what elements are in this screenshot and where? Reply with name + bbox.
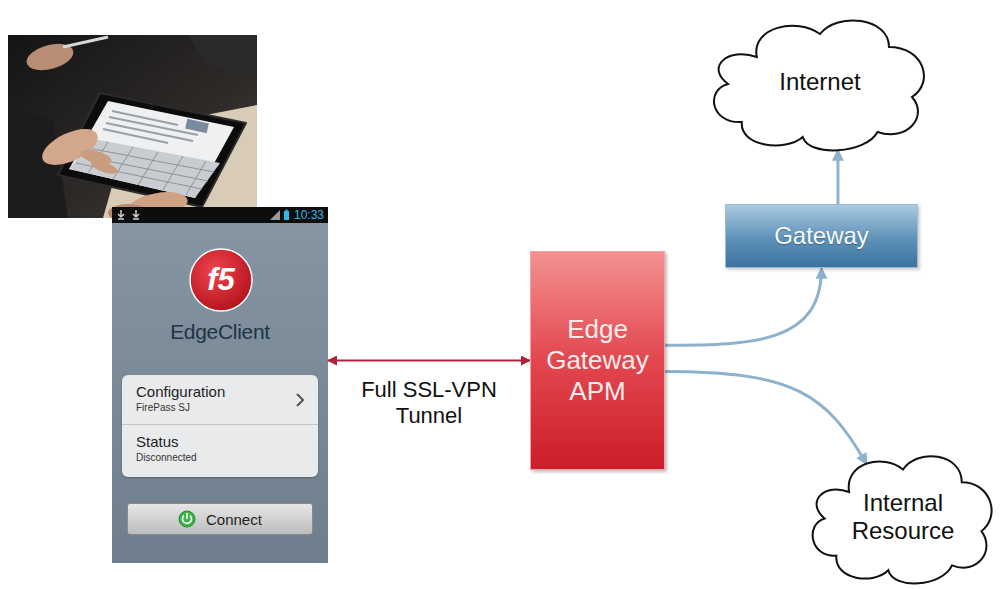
- phone-screen: 10:33 f5EdgeClientConfigurationFirePass S…: [112, 207, 328, 563]
- logo-text: f5: [191, 260, 251, 300]
- cloud-shape: Internet: [705, 12, 935, 152]
- hand-with-pen: [24, 37, 108, 75]
- chevron-icon: [297, 394, 303, 406]
- row-value: FirePass SJ: [136, 401, 304, 414]
- button-label: Connect: [206, 510, 262, 529]
- status-bar: [112, 207, 328, 223]
- settings-row: StatusDisconnected: [122, 425, 318, 477]
- phone-screen: [112, 207, 328, 563]
- gateway-box: Gateway: [725, 204, 918, 268]
- connect-button: Connect: [127, 503, 313, 535]
- flow-arrow: [665, 371, 867, 464]
- hands: [37, 122, 190, 218]
- flow-arrow: [665, 268, 822, 345]
- app-title: EdgeClient: [112, 319, 328, 345]
- row-heading: Configuration: [136, 382, 304, 401]
- status-icons: [118, 210, 139, 219]
- cloud-label: Internal Resource: [843, 489, 963, 545]
- gateway-box: Edge Gateway APM: [530, 251, 665, 470]
- row-heading: Status: [136, 432, 304, 451]
- box-label: Gateway: [774, 222, 869, 250]
- person-background: [188, 35, 257, 75]
- edge-label: Full SSL-VPN Tunnel: [332, 377, 526, 429]
- settings-row: ConfigurationFirePass SJ: [122, 375, 318, 425]
- clock-text: 10:33: [294, 207, 324, 223]
- f5-logo: [190, 249, 252, 311]
- cloud-shape: Internal Resource: [805, 448, 1001, 585]
- cloud-label: Internet: [760, 68, 880, 96]
- tunnel-arrow: [328, 360, 530, 362]
- row-value: Disconnected: [136, 451, 304, 464]
- flow-arrow: [836, 150, 839, 204]
- cloud-outline: [813, 456, 992, 583]
- photo-background: [8, 35, 257, 218]
- tablet: [58, 93, 246, 207]
- tablet-photo: [8, 35, 257, 218]
- signal-battery-icons: [270, 210, 289, 221]
- cloud-outline: [714, 20, 924, 150]
- power-icon: [179, 511, 195, 527]
- box-label: Edge Gateway APM: [535, 314, 660, 407]
